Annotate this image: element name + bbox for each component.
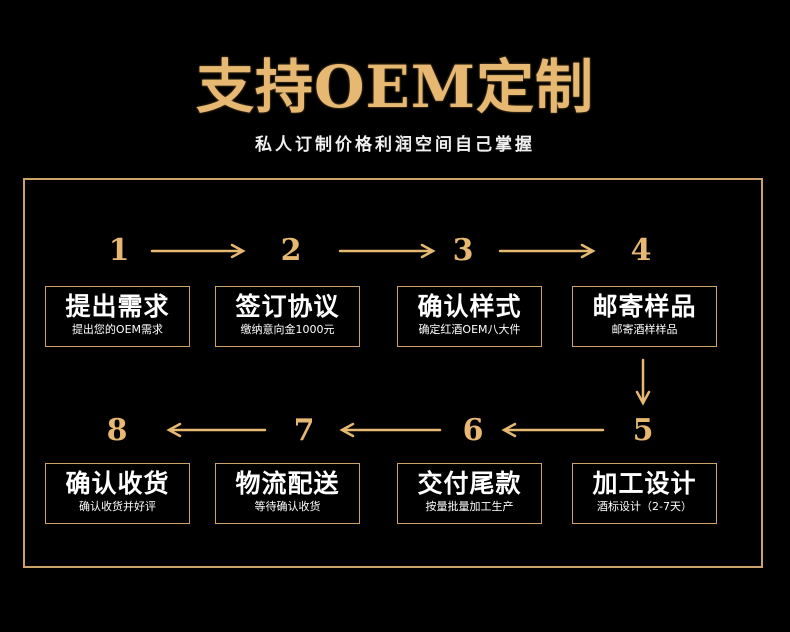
step-sub-8: 确认收货并好评 [79,500,156,513]
step-number-8: 8 [106,413,128,448]
step-number-7: 7 [293,413,315,448]
step-box-2: 签订协议 缴纳意向金1000元 [215,286,360,347]
step-box-7: 物流配送 等待确认收货 [215,463,360,524]
step-sub-7: 等待确认收货 [254,500,321,513]
step-title-5: 加工设计 [592,469,697,498]
step-sub-6: 按量批量加工生产 [425,500,514,513]
step-title-1: 提出需求 [65,292,170,321]
step-sub-2: 缴纳意向金1000元 [240,323,335,336]
step-number-6: 6 [462,413,484,448]
step-number-2: 2 [280,233,302,268]
step-title-8: 确认收货 [65,469,170,498]
step-box-5: 加工设计 酒标设计（2-7天） [572,463,717,524]
step-sub-5: 酒标设计（2-7天） [597,500,692,513]
process-frame [23,178,763,568]
step-number-1: 1 [108,233,130,268]
step-number-4: 4 [630,233,652,268]
step-number-3: 3 [452,233,474,268]
page-title: 支持OEM定制 [196,53,594,121]
step-box-4: 邮寄样品 邮寄酒样样品 [572,286,717,347]
step-sub-4: 邮寄酒样样品 [611,323,678,336]
step-title-6: 交付尾款 [417,469,522,498]
step-number-5: 5 [632,413,654,448]
step-title-4: 邮寄样品 [592,292,697,321]
step-title-2: 签订协议 [235,292,340,321]
step-title-3: 确认样式 [417,292,522,321]
step-box-6: 交付尾款 按量批量加工生产 [397,463,542,524]
step-box-1: 提出需求 提出您的OEM需求 [45,286,190,347]
step-box-3: 确认样式 确定红酒OEM八大件 [397,286,542,347]
step-box-8: 确认收货 确认收货并好评 [45,463,190,524]
step-sub-3: 确定红酒OEM八大件 [418,323,521,336]
step-title-7: 物流配送 [235,469,340,498]
step-sub-1: 提出您的OEM需求 [71,323,164,336]
page-subtitle: 私人订制价格利润空间自己掌握 [255,135,535,155]
